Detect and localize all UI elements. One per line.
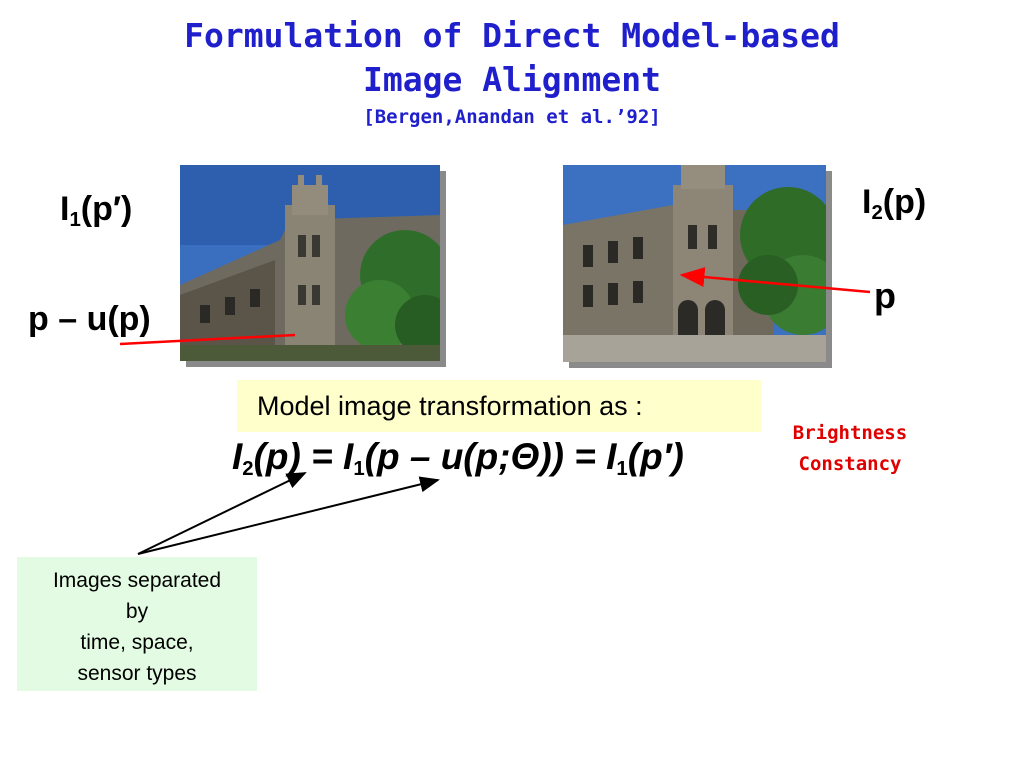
note-arrow-to-i1 xyxy=(137,476,440,555)
left-point-label: p – u(p) xyxy=(28,300,151,338)
slide-title: Formulation of Direct Model-based Image … xyxy=(0,14,1024,132)
brightness-constancy-label: Brightness Constancy xyxy=(792,422,908,475)
brightness-constancy-equation: I2(p) = I1(p – u(p;Θ)) = I1(p′) xyxy=(232,436,684,480)
title-line-2: Image Alignment xyxy=(362,60,661,99)
title-citation: [Bergen,Anandan et al.’92] xyxy=(363,106,661,128)
right-image-label: I2(p) xyxy=(862,183,927,224)
note-arrow-to-i2 xyxy=(137,472,307,555)
images-separated-note: Images separated by time, space, sensor … xyxy=(17,557,257,691)
title-line-1: Formulation of Direct Model-based xyxy=(184,16,840,55)
right-building-image xyxy=(563,165,826,362)
model-transformation-caption: Model image transformation as : xyxy=(237,380,761,432)
left-image-label: I1(p′) xyxy=(60,190,133,231)
left-building-image xyxy=(180,165,440,361)
right-point-label: p xyxy=(874,275,896,316)
